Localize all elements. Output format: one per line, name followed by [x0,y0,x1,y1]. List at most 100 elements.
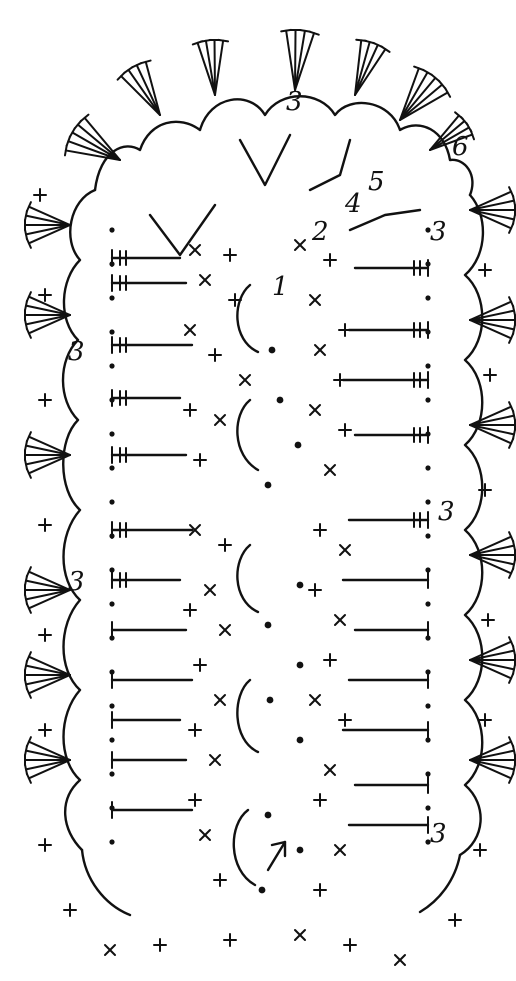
fan-stitch-cap [141,61,151,64]
fan-treble-stitch [470,660,511,678]
chain-dot [297,662,304,669]
fan-treble-stitch [26,675,70,684]
fan-treble-stitch [470,742,511,760]
fan-treble-stitch [286,31,295,90]
start-arrow-icon [268,842,285,870]
fan-treble-stitch [470,555,511,573]
fan-treble-stitch [470,311,514,320]
fan-treble-stitch [26,760,70,769]
row-label-3-left-lower: 3 [68,567,85,597]
fan-treble-stitch [29,675,70,693]
fan-treble-stitch [470,302,511,320]
fan-treble-stitch [470,192,511,210]
fan-treble-stitch [128,70,160,115]
fan-clusters [25,30,515,783]
fan-treble-stitch [29,760,70,778]
fan-treble-stitch [26,581,70,590]
fan-treble-stitch [295,31,305,90]
outer-scallop-border [63,96,483,915]
fan-treble-stitch [470,210,514,219]
single-crochet-stitches [34,189,496,965]
chain-dot [277,397,284,404]
row-label-1: 1 [272,272,289,302]
row-label-3: 3 [286,87,303,117]
fan-treble-stitch [470,210,511,228]
chain-dot [265,482,272,489]
chain-dot [259,887,266,894]
chain-dot [109,771,114,776]
right-post-rows [343,260,428,833]
fan-treble-stitch [29,207,70,225]
fan-treble-stitch [470,555,514,564]
chain-dot [109,227,114,232]
chain-dot [425,703,430,708]
row-label-3-top-right: 3 [430,217,447,247]
chain-dot [265,812,272,819]
foundation-chain [259,347,304,894]
chain-dot [297,737,304,744]
chain-dot [109,703,114,708]
fan-treble-stitch [29,572,70,590]
fan-treble-stitch [470,651,514,660]
chain-dot [297,847,304,854]
fan-treble-stitch [470,425,511,443]
center-arcs [234,285,258,885]
chain-dot [425,465,430,470]
fan-treble-stitch [26,315,70,324]
fan-treble-stitch [295,33,314,90]
fan-treble-stitch [215,41,223,95]
fan-treble-stitch [29,225,70,243]
fan-treble-stitch [26,751,70,760]
fan-stitch-cap [381,46,389,52]
chain-dot [265,622,272,629]
fan-stitch-cap [218,40,228,41]
fan-treble-stitch [29,315,70,333]
chain-dot [425,499,430,504]
fan-treble-stitch [29,437,70,455]
chain-dot [109,363,114,368]
fan-treble-stitch [295,30,296,90]
fan-treble-stitch [470,407,511,425]
chain-dot [109,295,114,300]
chain-dot [295,442,302,449]
row-label-3-left-upper: 3 [68,337,85,367]
fan-treble-stitch [470,416,514,425]
chain-dot [425,601,430,606]
chain-dot [109,737,114,742]
fan-stitch-cap [124,67,132,73]
row-label-2: 2 [311,217,329,247]
fan-treble-stitch [26,216,70,225]
chain-dot [109,329,114,334]
fan-treble-stitch [29,590,70,608]
chain-dot [297,582,304,589]
chain-dot [425,533,430,538]
row-label-3-right-mid: 3 [438,497,455,527]
fan-treble-stitch [470,751,514,760]
chain-dot [267,697,274,704]
row-label-4: 4 [344,189,362,219]
chain-dot [109,465,114,470]
chain-dot [269,347,276,354]
chain-dot [109,499,114,504]
chain-dot [425,397,430,402]
fan-treble-stitch [26,666,70,675]
chain-dot [425,771,430,776]
fan-treble-stitch [400,78,435,120]
chain-dot [109,431,114,436]
chain-dot [109,839,114,844]
row-label-3-right-low: 3 [430,819,447,849]
fan-treble-stitch [470,320,514,329]
chain-dot [425,363,430,368]
fan-treble-stitch [26,590,70,599]
row-label-6: 6 [452,132,469,162]
chain-dot [425,805,430,810]
fan-treble-stitch [470,320,511,338]
fan-treble-stitch [470,642,511,660]
left-post-rows [112,250,192,818]
row-label-5: 5 [368,167,385,197]
chain-dot [425,295,430,300]
fan-treble-stitch [26,225,70,234]
chain-dot [109,601,114,606]
fan-treble-stitch [470,660,514,669]
